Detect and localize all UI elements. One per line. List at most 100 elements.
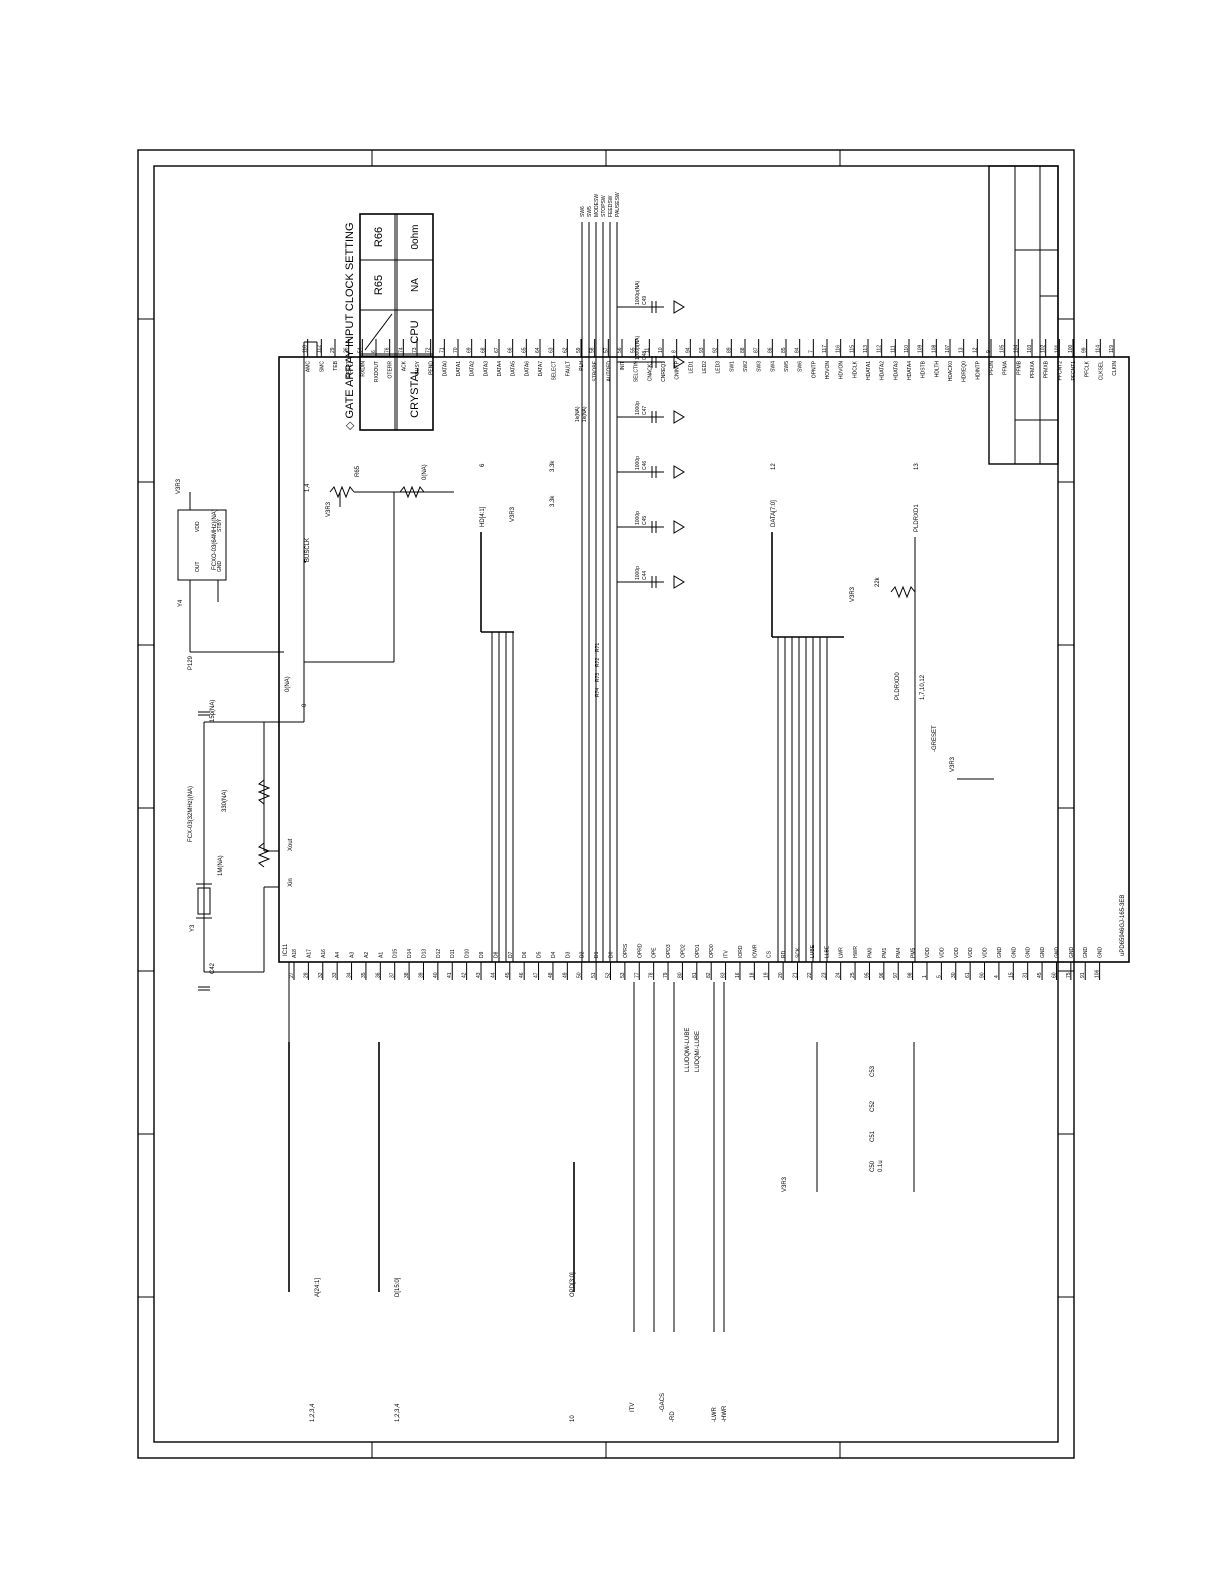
y4-value: FCXO-03(64MHz)(NA): [212, 509, 218, 570]
ic-pin-number: 61: [965, 972, 971, 978]
cap-label: C46: [642, 461, 648, 470]
ic-pin-label: VDD: [954, 947, 960, 958]
ic-pin-label: IORD: [738, 945, 744, 958]
ic-pin-label: D4: [551, 951, 557, 958]
ic-pin-number: 5: [936, 975, 942, 978]
ic-pin-label: SW1: [729, 361, 735, 372]
p129-label: P129: [188, 655, 194, 670]
ic-pin-number: 74: [398, 347, 404, 353]
modesw-label: MODESW: [594, 194, 600, 217]
ic-pin-number: 52: [605, 972, 611, 978]
cap-label: C45: [642, 516, 648, 525]
ic-pin-label: TEB: [333, 360, 339, 370]
ic-pin-label: AMC: [306, 361, 312, 373]
ic-pin-number: 114: [1095, 345, 1101, 353]
ic-pin-label: D1: [594, 951, 600, 958]
ic-bottom-pins: A1827A1728A1632A433A334A235A136D1537D143…: [289, 943, 1104, 980]
y4-label: Y4: [178, 599, 184, 607]
c43-value: 15p(NA): [210, 700, 216, 722]
ic-pin-number: 43: [476, 972, 482, 978]
ic-pin-number: 34: [347, 972, 353, 978]
ic-pin-label: OPE: [652, 947, 658, 958]
cap-value: 1000p: [635, 566, 641, 580]
hd41-ref: 6: [480, 463, 486, 467]
ic-pin-number: 102: [1041, 344, 1047, 353]
ic-pin-label: HDCLK: [852, 360, 858, 378]
ic-pin-label: PM1: [882, 948, 888, 959]
ic-pin-number: 104: [1013, 344, 1019, 353]
ic-pin-number: 24: [836, 972, 842, 978]
ic-pin-label: DATA4: [497, 361, 503, 377]
ic-pin-label: D7: [508, 951, 514, 958]
ic-pin-number: 44: [490, 972, 496, 978]
ic-pin-number: 40: [433, 972, 439, 978]
ic-pin-label: OPRS: [623, 943, 629, 958]
r70-value: 1k(NA): [582, 406, 588, 422]
ic-pin-label: HDATA3: [893, 361, 899, 380]
r67-value: 3.3k: [550, 495, 556, 507]
ic-pin-number: 85: [781, 347, 787, 353]
hwr-label: -HWR: [722, 1405, 728, 1422]
clock-table-title: ◇ GATE ARRAY INPUT CLOCK SETTING: [344, 222, 356, 430]
ic-pin-number: 71: [439, 347, 445, 353]
clock-wiring: 0(NA) 0 R65 0(NA) V3R3 BUSCLK 1,4: [264, 341, 454, 723]
ic-pin-number: 30: [951, 972, 957, 978]
ic-pin-label: CS: [767, 950, 773, 958]
ic-pin-label: SELCTIN: [634, 361, 640, 383]
ic-pin-number: 38: [404, 972, 410, 978]
ic-pin-number: 12: [972, 347, 978, 353]
c51-label: C51: [870, 1130, 876, 1142]
ic-pin-number: 45: [1037, 972, 1043, 978]
ic-pin-label: CNINTP: [675, 360, 681, 379]
ic-pin-number: 116: [836, 345, 842, 353]
gacs-label: -GACS: [660, 1393, 666, 1412]
ic-pin-label: LED3: [716, 361, 722, 374]
title-block: [988, 165, 1059, 465]
data70-label: DATA[7:0]: [771, 500, 777, 527]
ic-pin-label: VDD: [925, 947, 931, 958]
ic-pin-number: 72: [426, 347, 432, 353]
ic-pin-number: 31: [1023, 972, 1029, 978]
ic-pin-number: 35: [361, 972, 367, 978]
ic-pin-number: 60: [1051, 972, 1057, 978]
ic-pin-label: DATA2: [470, 361, 476, 377]
ic-pin-label: D15: [393, 949, 399, 958]
r66-value: 0(NA): [422, 464, 428, 480]
ic-pin-number: 82: [706, 972, 712, 978]
ic-pin-number: 84: [795, 347, 801, 353]
ic-pin-label: PEND: [429, 361, 435, 375]
ic-part-number: uPD65946GJ-165-3EB: [1120, 895, 1126, 956]
ic-pin-label: DATA0: [442, 361, 448, 377]
ic-pin-label: PFMB: [1016, 360, 1022, 375]
r75-value: 22k: [875, 576, 881, 587]
ic-pin-label: CLKIN: [1112, 361, 1118, 376]
ic-pin-label: LED1: [688, 361, 694, 374]
ic-pin-number: 103: [1027, 344, 1033, 353]
ic-pin-label: PFCNT2: [1057, 361, 1063, 381]
ic-pin-label: A4: [335, 952, 341, 958]
ic-pin-label: GND: [997, 947, 1003, 959]
c53-label: C53: [870, 1065, 876, 1077]
ic-pin-label: HDINTP: [975, 360, 981, 379]
ic-pin-label: HDATA1: [866, 361, 872, 380]
ic-pin-label: RXDOUT: [374, 361, 380, 382]
ic-pin-label: LED2: [702, 361, 708, 374]
ic-pin-number: 88: [740, 347, 746, 353]
cap-label: C48: [642, 351, 648, 360]
ic-pin-label: HDSTB: [921, 360, 927, 378]
opd30-ref: 10: [570, 1415, 576, 1422]
ic-pin-label: CLKSEL: [1098, 361, 1104, 380]
ic-pin-label: CNACK1: [647, 361, 653, 382]
v3r3-clk: V3R3: [326, 501, 332, 517]
ic-pin-label: A16: [321, 949, 327, 958]
itv-label: ITV: [630, 1403, 636, 1412]
pld-reset-section: PLDRXD1 13 22k V3R3 PLDRXD0 1,7,10,12 -G…: [850, 463, 994, 962]
ic-pin-number: 48: [548, 972, 554, 978]
cell-crystal-r66: 0ohm: [410, 224, 421, 249]
ic-pin-number: 92: [713, 347, 719, 353]
ic-pin-number: 20: [778, 972, 784, 978]
cap-value: 1000p(NA): [635, 280, 641, 305]
ic-pin-number: 50: [577, 972, 583, 978]
ic-pin-number: 19: [764, 972, 770, 978]
